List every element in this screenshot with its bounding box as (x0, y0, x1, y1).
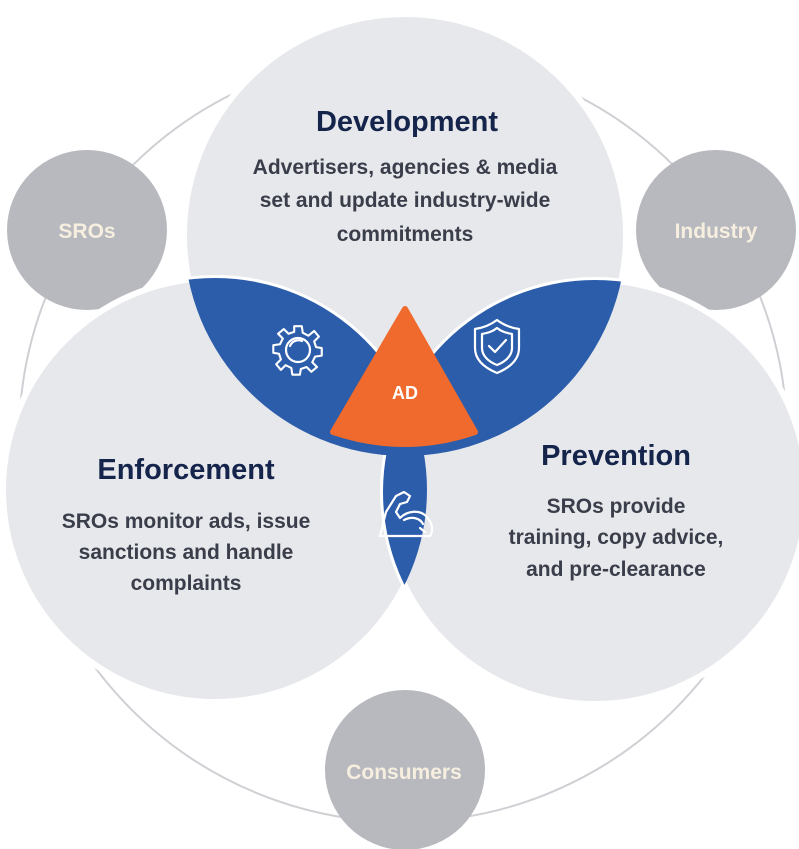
enforcement-line-2: sanctions and handle (79, 541, 294, 564)
overlap-development-prevention (383, 280, 626, 456)
industry-circle (636, 150, 796, 310)
enforcement-line-1: SROs monitor ads, issue (62, 510, 311, 533)
development-line-2: set and update industry-wide (260, 189, 551, 212)
center-triangle (330, 306, 478, 447)
enforcement-title: Enforcement (97, 454, 275, 486)
development-line-1: Advertisers, agencies & media (253, 156, 558, 179)
sros-label: SROs (58, 220, 115, 243)
prevention-line-3: and pre-clearance (526, 558, 706, 581)
sros-circle (7, 150, 167, 310)
enforcement-line-3: complaints (131, 572, 242, 595)
prevention-line-1: SROs provide (547, 495, 686, 518)
prevention-title: Prevention (541, 440, 691, 472)
industry-label: Industry (675, 220, 758, 243)
development-line-3: commitments (337, 223, 474, 246)
gear-icon (272, 325, 323, 376)
overlap-development-enforcement (184, 278, 427, 456)
center-label: AD (392, 383, 418, 403)
consumers-label: Consumers (346, 761, 462, 784)
prevention-line-2: training, copy advice, (509, 526, 724, 549)
flexed-arm-icon (378, 490, 434, 538)
shield-check-icon (473, 318, 521, 375)
development-title: Development (316, 106, 498, 138)
consumers-circle (325, 690, 485, 849)
